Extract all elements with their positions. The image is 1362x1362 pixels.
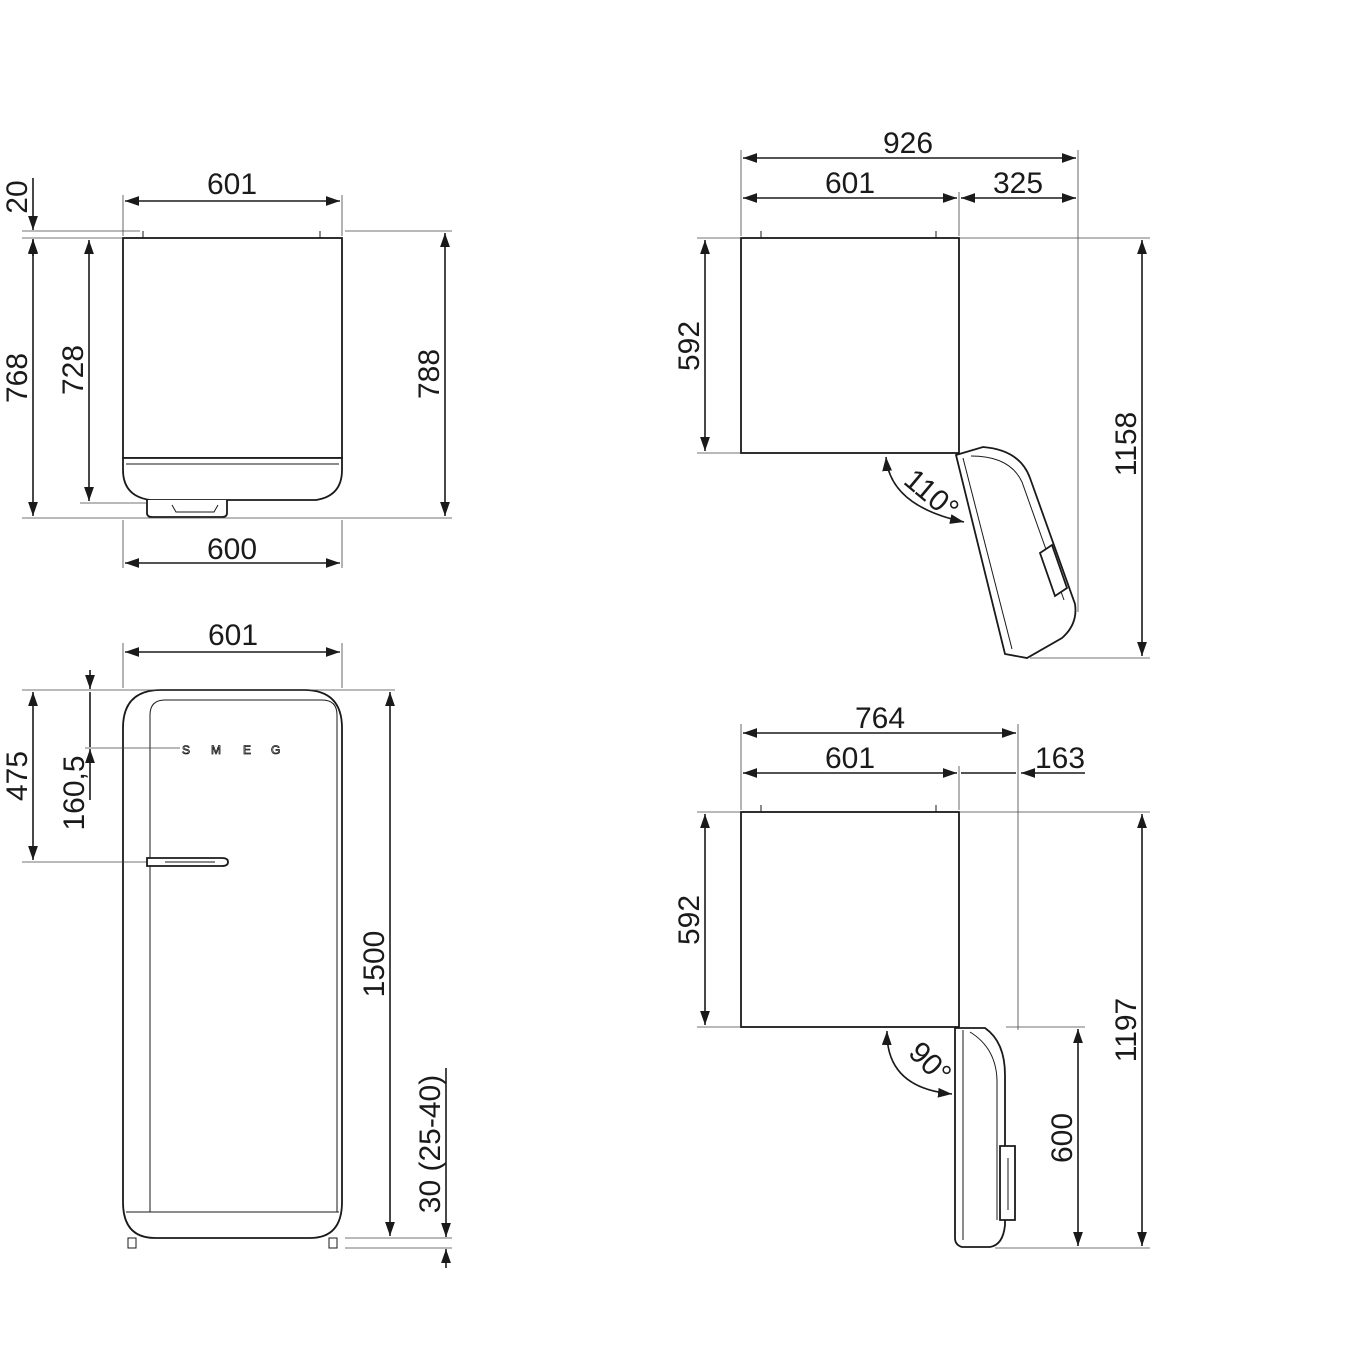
smeg-logo-m: M [211,743,221,757]
dim-front-601: 601 [208,619,258,652]
door-top [122,457,343,501]
dim-front-feet: 30 (25-40) [414,1075,447,1213]
door-110 [954,446,1077,659]
door-90-view: 764 601 163 592 1197 600 90° [673,702,1150,1249]
dim-90-1197: 1197 [1110,998,1143,1063]
angle-90: 90° [902,1036,957,1091]
dim-top-601: 601 [207,168,257,201]
smeg-logo-g: G [271,743,280,757]
dim-top-728: 728 [57,345,90,395]
dim-front-160-5: 160,5 [58,755,91,830]
dim-top-788: 788 [413,349,446,399]
smeg-logo-s: S [182,743,190,757]
dim-110-325: 325 [993,167,1043,200]
smeg-logo-e: E [243,743,251,757]
dim-110-592: 592 [673,321,706,371]
handle-110 [1038,543,1069,598]
dim-110-601: 601 [825,167,875,200]
dim-90-163: 163 [1035,742,1085,775]
top-view: 601 600 20 768 728 788 [1,168,452,568]
angle-110: 110° [898,463,965,527]
dim-front-475: 475 [1,751,34,801]
dim-front-1500: 1500 [358,931,391,998]
front-view: S M E G 601 475 160,5 1500 30 (25-40) [1,619,452,1268]
door-90 [954,1027,1006,1248]
dim-110-1158: 1158 [1110,412,1143,477]
dim-90-764: 764 [855,702,905,735]
fridge-body-top [122,237,343,459]
dim-110-926: 926 [883,127,933,160]
dim-top-600: 600 [207,533,257,566]
dim-top-20: 20 [1,180,34,213]
door-110-view: 926 601 325 592 1158 110° [673,127,1150,659]
fridge-body-110 [740,237,960,454]
dim-90-592: 592 [673,895,706,945]
fridge-body-90 [740,811,960,1028]
dim-top-768: 768 [1,353,34,403]
dim-90-600: 600 [1046,1113,1079,1163]
fridge-body-front [122,689,343,1239]
handle-top [146,500,228,518]
dim-90-601: 601 [825,742,875,775]
